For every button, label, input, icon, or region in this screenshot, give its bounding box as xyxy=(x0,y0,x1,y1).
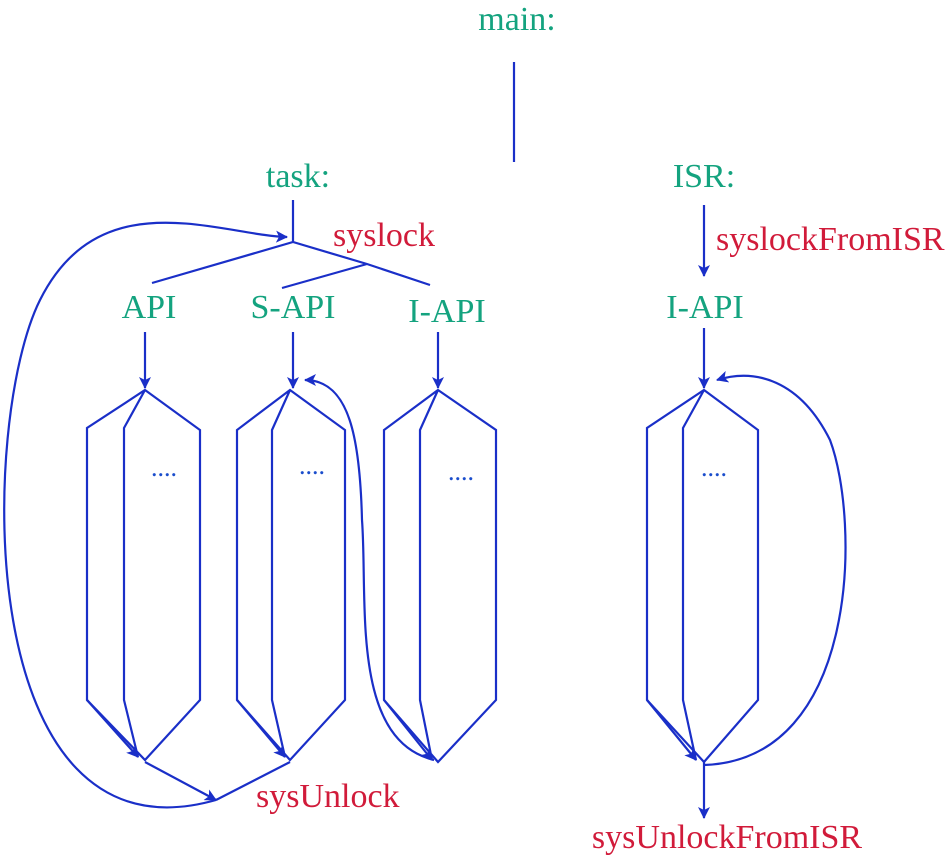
s-api-return-arrow xyxy=(236,699,286,758)
s-api-label: S-API xyxy=(250,289,335,326)
i-api-isr-ellipsis: .... xyxy=(701,453,727,482)
task-loop-back xyxy=(3,221,288,809)
api-label: API xyxy=(122,289,177,326)
i-api-task-flow-box xyxy=(382,388,498,764)
syslock-from-isr-label: syslockFromISR xyxy=(716,221,945,258)
api-to-unlock xyxy=(144,761,217,801)
syslock-label: syslock xyxy=(333,217,435,254)
api-flow-box xyxy=(85,388,202,762)
i-api-isr-flow-box xyxy=(645,388,760,764)
sys-unlock-from-isr-label: sysUnlockFromISR xyxy=(592,819,862,856)
s-api-to-unlock xyxy=(215,761,291,801)
isr-label: ISR: xyxy=(673,158,735,195)
s-api-loop xyxy=(304,374,435,762)
task-label: task: xyxy=(266,158,330,195)
i-api-isr-return-arrow xyxy=(646,699,697,761)
s-api-flow-box xyxy=(235,388,347,762)
main-label: main: xyxy=(478,1,555,38)
api-ellipsis: .... xyxy=(151,453,177,482)
isr-loop-back xyxy=(703,370,847,767)
s-api-ellipsis: .... xyxy=(299,451,325,480)
api-return-arrow xyxy=(86,699,139,758)
i-api-task-return-arrow xyxy=(383,699,433,761)
i-api-isr-label: I-API xyxy=(666,289,743,326)
i-api-task-ellipsis: .... xyxy=(448,457,474,486)
task-branches xyxy=(151,240,431,290)
sys-unlock-label: sysUnlock xyxy=(256,778,400,815)
i-api-task-label: I-API xyxy=(408,293,485,330)
